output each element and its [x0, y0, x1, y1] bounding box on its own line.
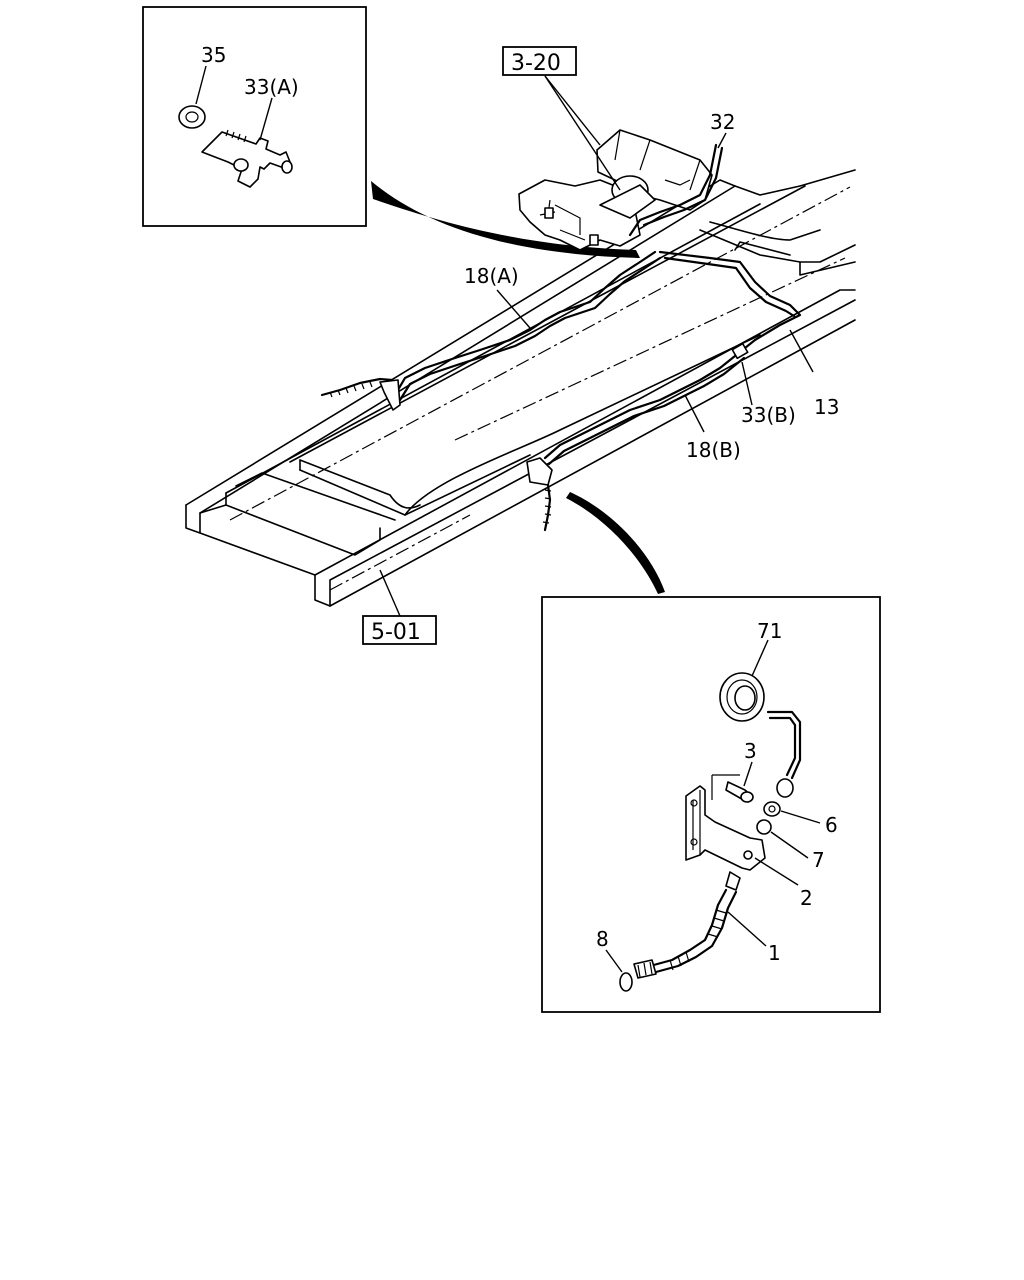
callout-33a: 33(A) [244, 75, 299, 99]
callout-3: 3 [744, 739, 757, 763]
brake-pipe-part-18a [320, 250, 662, 411]
reference-box-3-20: 3-20 [502, 46, 621, 191]
brake-pipe-part-13 [658, 250, 814, 373]
callout-71: 71 [757, 619, 782, 643]
pipe-end-fitting [766, 710, 802, 798]
callout-2: 2 [800, 886, 813, 910]
callout-35: 35 [201, 43, 226, 67]
brake-pipe-part-18b [526, 342, 753, 532]
brake-pipe-part-32 [628, 132, 727, 237]
o-ring-part-8 [605, 949, 633, 992]
callout-18a: 18(A) [464, 264, 519, 288]
tee-connector-inset: 35 33(A) [142, 6, 367, 227]
washer-part-7 [756, 819, 809, 859]
inset-frame-top [142, 6, 367, 227]
callout-18b: 18(B) [686, 438, 741, 462]
callout-13: 13 [814, 395, 839, 419]
callout-1: 1 [768, 941, 781, 965]
reference-box-5-01: 5-01 [362, 569, 437, 645]
callout-33b: 33(B) [741, 403, 796, 427]
hose-bracket-inset: 71 3 6 7 2 1 8 [541, 596, 881, 1013]
ref-label-5-01: 5-01 [371, 620, 421, 645]
chassis-frame-assembly [185, 169, 856, 607]
brake-valve-assembly [518, 129, 713, 251]
inset-frame-bottom [541, 596, 881, 1013]
callout-6: 6 [825, 813, 838, 837]
callout-32: 32 [710, 110, 735, 134]
grommet-part-71 [719, 639, 769, 722]
detail-pointer-arrow-bottom [566, 492, 665, 594]
flexible-hose-part-1 [633, 871, 767, 979]
callout-7: 7 [812, 848, 825, 872]
tee-connector-part-33a [201, 97, 293, 188]
bracket-part-2 [685, 774, 799, 886]
ref-label-3-20: 3-20 [511, 51, 561, 76]
nut-part-6 [763, 801, 821, 824]
callout-8: 8 [596, 927, 609, 951]
bolt-part-3 [725, 761, 754, 803]
detail-pointer-arrow-top [371, 181, 640, 258]
nut-part-35 [178, 65, 207, 129]
